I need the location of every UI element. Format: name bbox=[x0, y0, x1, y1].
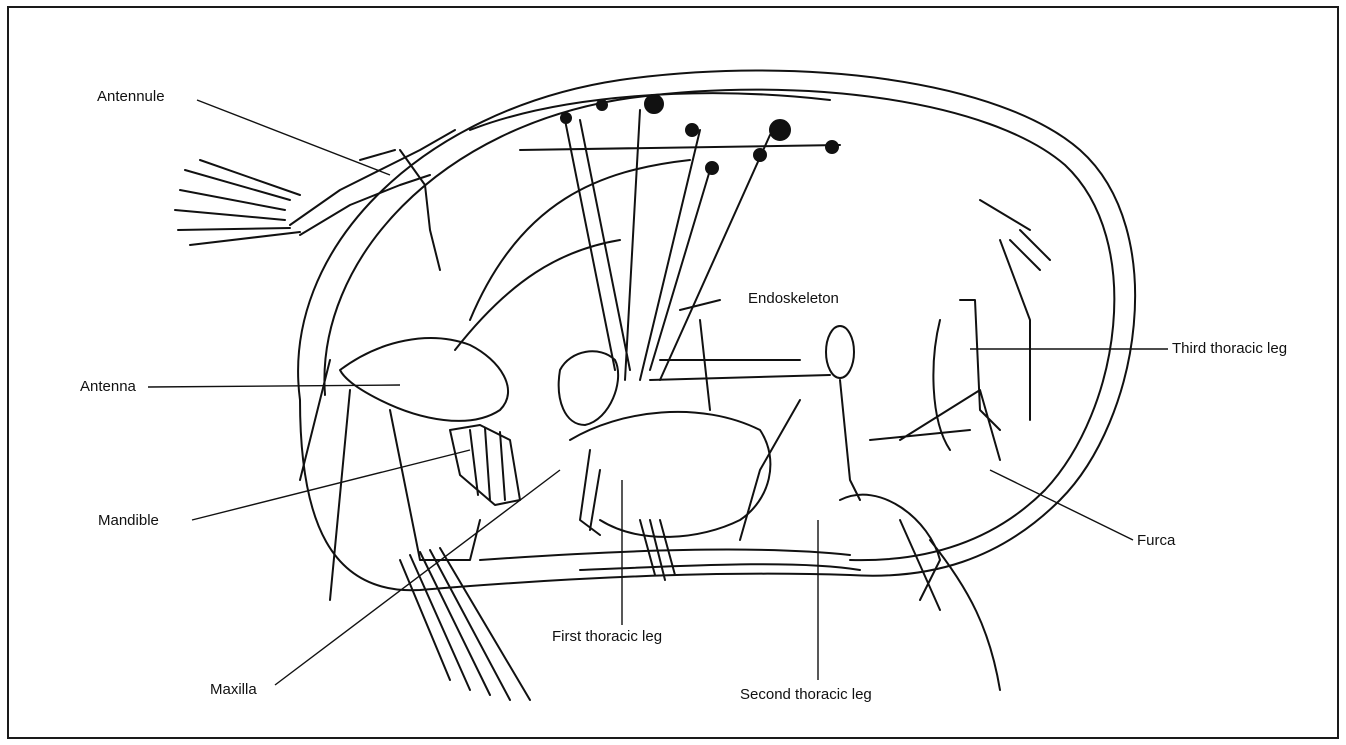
label-maxilla: Maxilla bbox=[210, 681, 257, 699]
carapace-inner bbox=[324, 90, 1114, 561]
label-antennule: Antennule bbox=[97, 88, 165, 106]
label-endoskeleton: Endoskeleton bbox=[748, 290, 839, 308]
label-first-thoracic-leg: First thoracic leg bbox=[552, 628, 662, 646]
leader-mandible bbox=[192, 450, 470, 520]
label-mandible: Mandible bbox=[98, 512, 159, 530]
maxilla-setae bbox=[400, 548, 530, 700]
label-furca: Furca bbox=[1137, 532, 1175, 550]
leader-antenna bbox=[148, 385, 400, 387]
antenna-limb bbox=[340, 338, 508, 421]
label-second-thoracic-leg: Second thoracic leg bbox=[740, 686, 872, 704]
label-third-thoracic-leg: Third thoracic leg bbox=[1172, 340, 1287, 358]
label-antenna: Antenna bbox=[80, 378, 136, 396]
leader-antennule bbox=[197, 100, 390, 175]
leader-furca bbox=[990, 470, 1133, 540]
leader-maxilla bbox=[275, 470, 560, 685]
